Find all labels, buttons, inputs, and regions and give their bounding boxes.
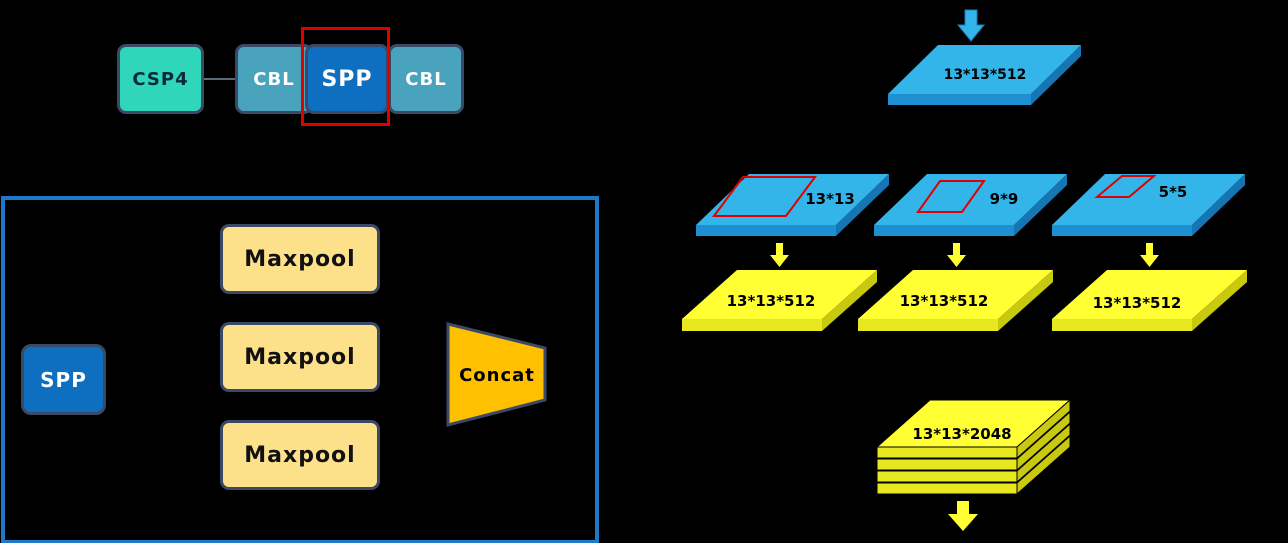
input-layer	[888, 45, 1081, 105]
kernel-window-2	[916, 180, 986, 213]
maxpool-block-2: Maxpool	[220, 322, 380, 392]
cbl-right-block: CBL	[388, 44, 464, 114]
kernel-window-3	[1094, 175, 1157, 198]
spp-block: SPP	[21, 344, 106, 415]
kernel-layer-3	[1052, 174, 1245, 236]
pooled-label-2: 13*13*512	[900, 292, 989, 310]
kernel-layer-2	[874, 174, 1067, 236]
input-layer-label: 13*13*512	[944, 67, 1027, 83]
down-arrow-1	[770, 243, 789, 267]
pooled-label-3: 13*13*512	[1093, 294, 1182, 312]
concat-block	[446, 322, 547, 427]
down-arrow-3	[1140, 243, 1159, 267]
pooled-layer-1	[682, 270, 877, 331]
kernel-layer-1	[696, 174, 889, 236]
down-arrow-top	[956, 9, 986, 42]
kernel-label-1: 13*13	[805, 190, 855, 208]
concat-label: Concat	[459, 365, 535, 386]
spp-highlight-frame	[301, 27, 390, 126]
maxpool-block-1: Maxpool	[220, 224, 380, 294]
csp4-block: CSP4	[117, 44, 204, 114]
spp-module-frame	[1, 196, 599, 543]
maxpool-block-3: Maxpool	[220, 420, 380, 490]
kernel-label-3: 5*5	[1159, 183, 1188, 201]
down-arrow-bottom	[948, 501, 978, 531]
kernel-label-2: 9*9	[990, 190, 1019, 208]
pooled-layer-2	[858, 270, 1053, 331]
output-stack	[875, 398, 1072, 496]
down-arrow-2	[947, 243, 966, 267]
pooled-layer-3	[1052, 270, 1247, 331]
output-label: 13*13*2048	[912, 425, 1011, 443]
kernel-window-1	[712, 176, 817, 217]
pooled-label-1: 13*13*512	[727, 292, 816, 310]
